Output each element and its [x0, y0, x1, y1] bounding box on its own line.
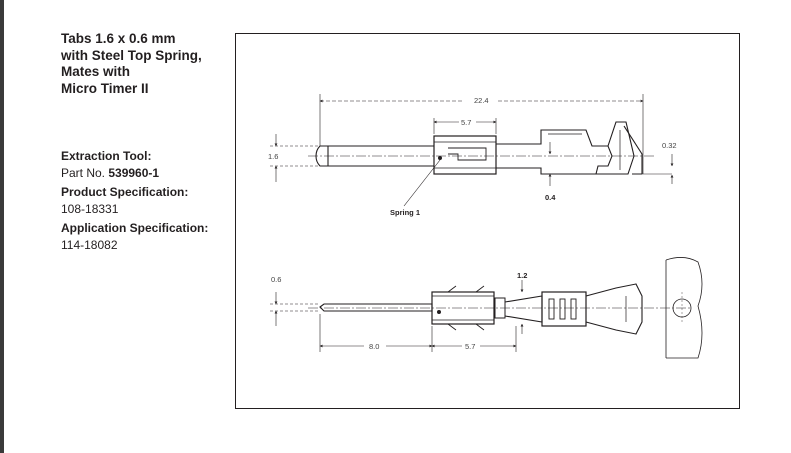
application-spec-value: 114-18082: [61, 238, 118, 252]
spring-label: Spring 1: [390, 208, 420, 217]
heading-line-1: Tabs 1.6 x 0.6 mm: [61, 31, 176, 46]
technical-drawing: 22.4 5.7 1.6 0.32 0.4 Spring 1 0.6 1.2 8…: [235, 33, 740, 409]
application-spec-label: Application Specification:: [61, 221, 209, 235]
dim-pin-length: 8.0: [369, 342, 379, 351]
page-edge-bar: [0, 0, 4, 453]
extraction-tool-label: Extraction Tool:: [61, 149, 152, 163]
heading-line-3: Mates with: [61, 64, 131, 79]
product-heading: Tabs 1.6 x 0.6 mm with Steel Top Spring,…: [61, 31, 202, 97]
product-spec-label: Product Specification:: [61, 185, 189, 199]
part-number: 539960-1: [108, 166, 160, 180]
extraction-tool-part: Part No. 539960-1: [61, 165, 208, 182]
dim-offset: 0.4: [545, 193, 556, 202]
dim-height: 1.2: [517, 271, 527, 280]
dim-tab-width: 1.6: [268, 152, 278, 161]
drawing-svg: 22.4 5.7 1.6 0.32 0.4 Spring 1 0.6 1.2 8…: [268, 94, 703, 359]
dim-tab-thickness: 0.6: [271, 275, 281, 284]
part-prefix: Part No.: [61, 166, 106, 180]
product-spec-value: 108-18331: [61, 202, 119, 216]
specifications-block: Extraction Tool: Part No. 539960-1 Produ…: [61, 148, 208, 254]
dim-thickness: 0.32: [662, 141, 677, 150]
heading-line-4: Micro Timer II: [61, 80, 149, 96]
dim-overall-length: 22.4: [474, 96, 489, 105]
dim-body-length: 5.7: [465, 342, 475, 351]
dim-spring-length: 5.7: [461, 118, 471, 127]
heading-line-2: with Steel Top Spring,: [61, 47, 202, 63]
